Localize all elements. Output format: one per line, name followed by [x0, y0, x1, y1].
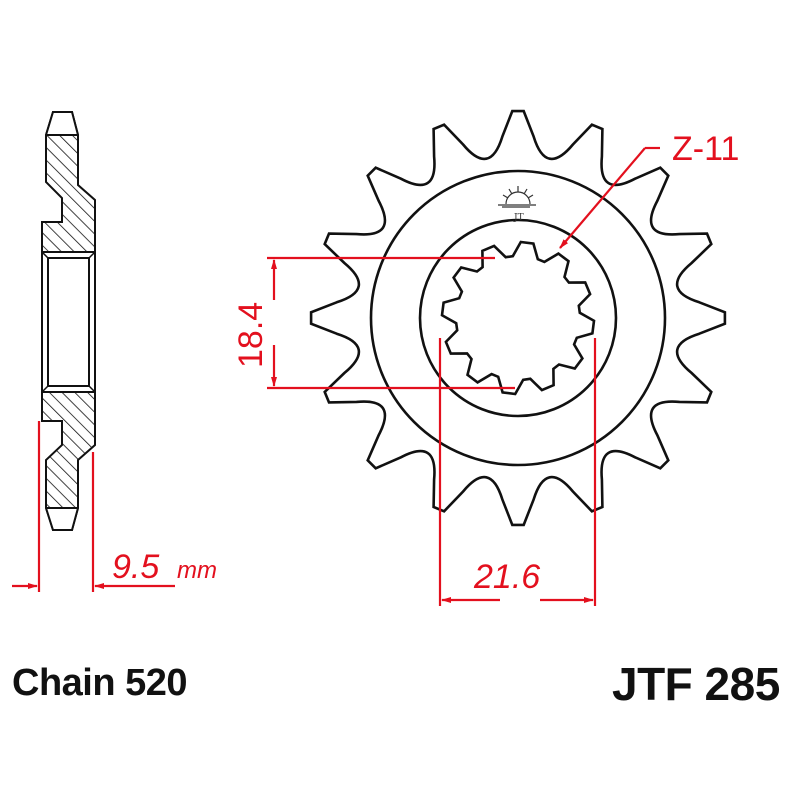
manufacturer-logo-icon: JT	[498, 186, 536, 223]
part-number-label: JTF 285	[612, 658, 780, 710]
pitch-circle	[369, 169, 667, 467]
thickness-unit: mm	[177, 557, 217, 584]
sprocket-teeth-outline	[309, 109, 727, 527]
spline-width-dimension	[438, 338, 597, 606]
hub-circle	[418, 218, 618, 418]
thickness-value: 9.5	[112, 548, 159, 586]
side-section-view	[41, 111, 96, 531]
front-view: JT	[309, 109, 727, 527]
spline-width-value: 21.6	[473, 558, 540, 596]
svg-text:JT: JT	[513, 213, 524, 223]
chain-size-label: Chain 520	[12, 662, 188, 704]
spline-callout-value: Z-11	[672, 130, 739, 168]
spline-callout-leader	[559, 146, 660, 249]
spline-bore-outline	[440, 240, 596, 396]
spline-height-dimension	[267, 256, 515, 390]
spline-height-value: 18.4	[232, 302, 270, 368]
thickness-dimension	[12, 421, 175, 592]
